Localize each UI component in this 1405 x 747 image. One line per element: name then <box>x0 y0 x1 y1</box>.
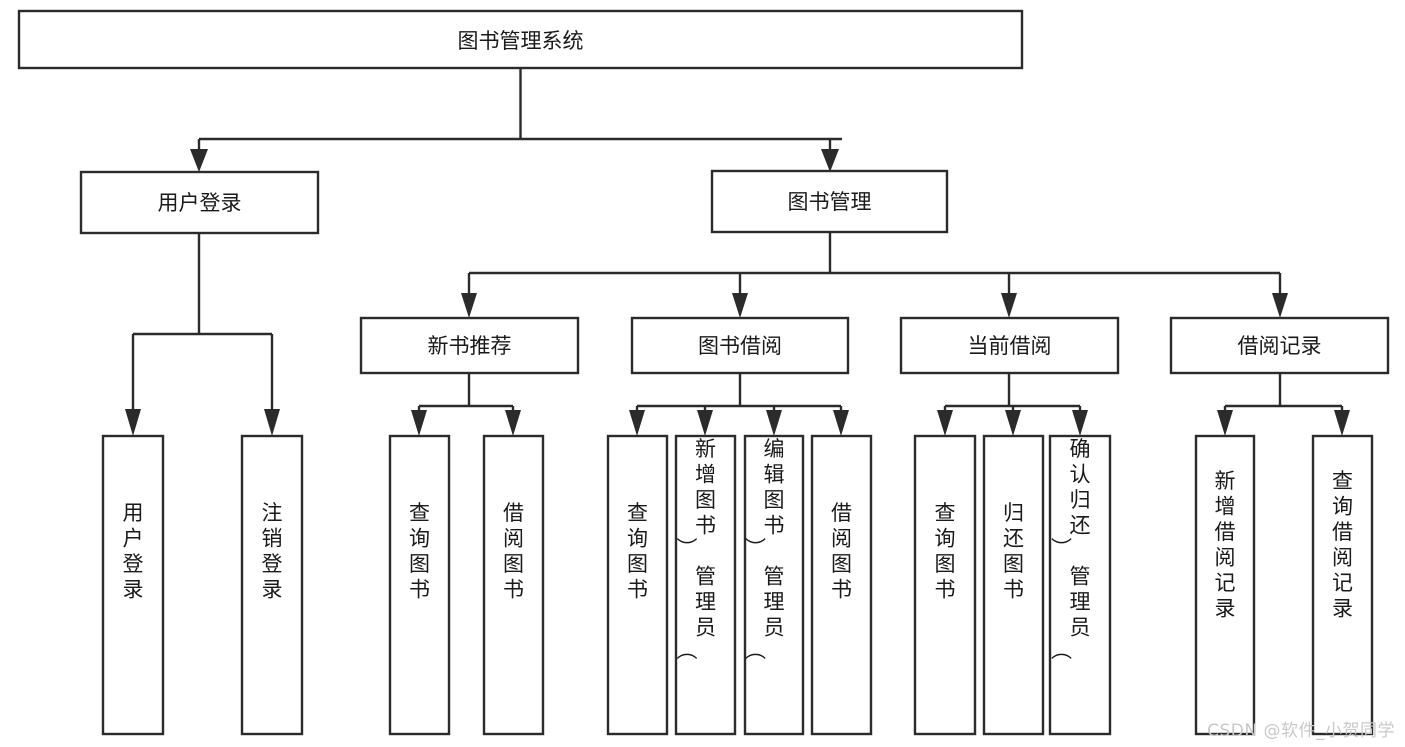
node-current-borrow-label: 当前借阅 <box>968 334 1052 358</box>
node-user-login-box[interactable] <box>79 170 320 235</box>
node-leaf-book-borrow-4-box[interactable] <box>810 434 873 736</box>
csdn-watermark: CSDN @软件_小贺同学 <box>1207 721 1395 741</box>
node-book-borrow[interactable]: 图书借阅 <box>630 316 850 375</box>
node-borrow-record-box[interactable] <box>1169 316 1390 375</box>
node-leaf-new-book-rec-1-box[interactable] <box>388 434 451 736</box>
connector-group-borrow-record <box>1217 373 1350 436</box>
node-leaf-new-book-rec-2[interactable]: 借阅图书 <box>482 434 545 736</box>
node-leaf-current-borrow-2[interactable]: 归还图书 <box>982 434 1045 736</box>
arrow-br-leaf1 <box>1217 410 1233 436</box>
node-book-borrow-label: 图书借阅 <box>698 334 782 358</box>
node-leaf-book-borrow-3[interactable]: 编辑图书（管理员） <box>743 434 805 736</box>
node-leaf-user-login-2-label: 注销登录 <box>262 501 283 602</box>
connector-group-current-borrow <box>937 373 1088 436</box>
node-book-manage-label: 图书管理 <box>788 190 872 214</box>
arrow-user-login-leaf2 <box>264 409 280 436</box>
node-leaf-book-borrow-1-box[interactable] <box>606 434 669 736</box>
arrow-bm-to-currentborrow <box>1001 293 1017 318</box>
connector-group-root <box>190 68 842 172</box>
node-leaf-current-borrow-3-label: 确认归还（管理员） <box>1051 437 1091 660</box>
node-leaf-book-borrow-2-label: 新增图书（管理员） <box>676 437 716 660</box>
node-leaf-borrow-record-1[interactable]: 新增借阅记录 <box>1194 434 1256 736</box>
arrow-bb-leaf2 <box>697 410 713 436</box>
connector-group-user-login <box>125 233 280 436</box>
node-leaf-book-borrow-2[interactable]: 新增图书（管理员） <box>674 434 737 736</box>
connector-group-book-borrow <box>629 373 849 436</box>
node-leaf-current-borrow-3-box[interactable] <box>1048 434 1112 736</box>
arrow-cb-leaf1 <box>937 410 953 436</box>
node-leaf-borrow-record-2[interactable]: 查询借阅记录 <box>1311 434 1374 736</box>
node-leaf-book-borrow-4-label: 借阅图书 <box>831 501 852 602</box>
arrow-bb-leaf1 <box>629 410 645 436</box>
node-leaf-new-book-rec-2-label: 借阅图书 <box>503 501 524 602</box>
node-leaf-new-book-rec-1-label: 查询图书 <box>409 501 430 602</box>
arrow-nbr-leaf1 <box>411 410 427 436</box>
node-user-login-label: 用户登录 <box>158 191 242 215</box>
node-leaf-borrow-record-1-box[interactable] <box>1194 434 1256 736</box>
node-leaf-current-borrow-1[interactable]: 查询图书 <box>913 434 977 736</box>
arrow-br-leaf2 <box>1334 410 1350 436</box>
node-leaf-book-borrow-1[interactable]: 查询图书 <box>606 434 669 736</box>
node-leaf-current-borrow-2-label: 归还图书 <box>1003 501 1024 602</box>
node-current-borrow-box[interactable] <box>899 316 1120 375</box>
node-leaf-user-login-2[interactable]: 注销登录 <box>240 434 304 736</box>
node-leaf-new-book-rec-1[interactable]: 查询图书 <box>388 434 451 736</box>
arrow-bm-to-bookborrow <box>732 293 748 318</box>
connector-group-new-book-rec <box>411 373 521 436</box>
node-leaf-user-login-1-label: 用户登录 <box>123 501 144 602</box>
arrow-root-to-book-manage <box>821 149 839 172</box>
node-book-borrow-box[interactable] <box>630 316 850 375</box>
node-leaf-book-borrow-1-label: 查询图书 <box>627 501 648 602</box>
node-leaf-current-borrow-3[interactable]: 确认归还（管理员） <box>1048 434 1112 736</box>
node-leaf-book-borrow-3-box[interactable] <box>743 434 805 736</box>
node-borrow-record[interactable]: 借阅记录 <box>1169 316 1390 375</box>
arrow-bm-to-borrowrecord <box>1272 293 1288 318</box>
node-leaf-current-borrow-1-box[interactable] <box>913 434 977 736</box>
node-user-login[interactable]: 用户登录 <box>79 170 320 235</box>
node-book-manage-box[interactable] <box>710 169 949 234</box>
node-borrow-record-label: 借阅记录 <box>1238 334 1322 358</box>
arrow-cb-leaf3 <box>1072 410 1088 436</box>
node-leaf-borrow-record-2-label: 查询借阅记录 <box>1332 469 1353 621</box>
node-root-label: 图书管理系统 <box>458 29 584 53</box>
arrow-bb-leaf4 <box>833 410 849 436</box>
node-leaf-current-borrow-2-box[interactable] <box>982 434 1045 736</box>
arrow-nbr-leaf2 <box>505 410 521 436</box>
node-book-manage[interactable]: 图书管理 <box>710 169 949 234</box>
node-leaf-user-login-1-box[interactable] <box>101 434 165 736</box>
arrow-root-to-user-login <box>190 149 208 172</box>
node-new-book-rec-label: 新书推荐 <box>428 334 512 358</box>
node-current-borrow[interactable]: 当前借阅 <box>899 316 1120 375</box>
node-root[interactable]: 图书管理系统 <box>17 9 1024 70</box>
node-leaf-user-login-1[interactable]: 用户登录 <box>101 434 165 736</box>
node-leaf-user-login-2-box[interactable] <box>240 434 304 736</box>
node-new-book-rec[interactable]: 新书推荐 <box>359 316 580 375</box>
node-leaf-current-borrow-1-label: 查询图书 <box>935 501 956 602</box>
node-leaf-borrow-record-2-box[interactable] <box>1311 434 1374 736</box>
arrow-bb-leaf3 <box>766 410 782 436</box>
arrow-user-login-leaf1 <box>125 409 141 436</box>
node-leaf-new-book-rec-2-box[interactable] <box>482 434 545 736</box>
connector-group-book-manage <box>461 232 1288 318</box>
node-new-book-rec-box[interactable] <box>359 316 580 375</box>
arrow-cb-leaf2 <box>1005 410 1021 436</box>
node-root-box[interactable] <box>17 9 1024 70</box>
arrow-bm-to-newbook <box>461 293 477 318</box>
node-leaf-borrow-record-1-label: 新增借阅记录 <box>1215 469 1236 621</box>
node-leaf-book-borrow-2-box[interactable] <box>674 434 737 736</box>
node-leaf-book-borrow-4[interactable]: 借阅图书 <box>810 434 873 736</box>
node-leaf-book-borrow-3-label: 编辑图书（管理员） <box>745 437 785 660</box>
